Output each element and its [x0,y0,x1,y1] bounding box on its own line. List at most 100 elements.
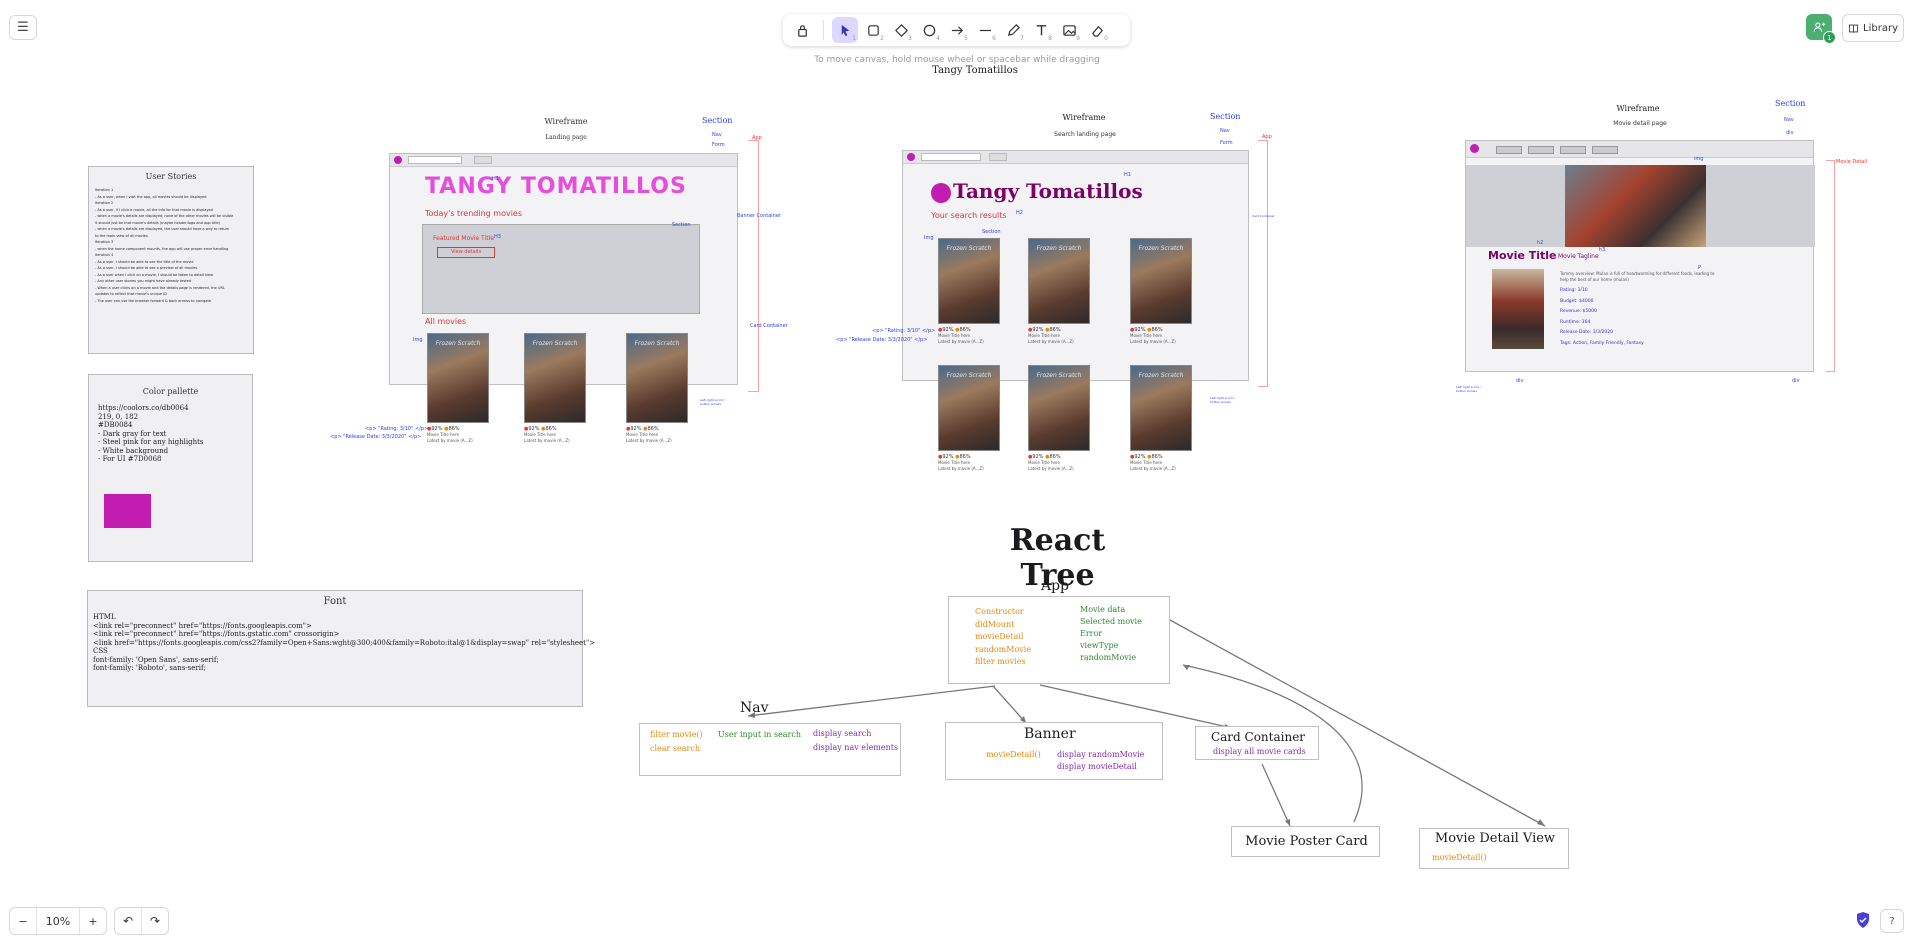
help-icon: ? [1889,915,1895,927]
card-container-node[interactable]: Card Container display all movie cards [1195,726,1319,760]
font-title: Font [323,596,347,607]
us-lines-item: - As a user, when I visit the app, all m… [95,194,207,199]
movie-detail-view-label: Movie Detail View [1434,831,1556,846]
undo-button[interactable]: ↶ [115,908,141,934]
wf2-section-tag-2: Section [982,229,1001,235]
app-state-item: randomMovie [1080,653,1137,662]
tool-draw[interactable]: 7 [1000,17,1026,43]
wf2-form-tag: Form [1220,140,1233,146]
card-subtitle: Latest by movie (A...Z) [1130,339,1176,344]
shield-check-icon[interactable] [1855,911,1871,929]
wf2-ptag-2: <p> "Release Date: 3/3/2020" </p> [836,337,928,343]
tool-selection[interactable]: 1 [832,17,858,43]
tool-ellipse[interactable]: 4 [916,17,942,43]
wf2-navbar [903,151,1248,164]
movie-poster-card-label: Movie Poster Card [1245,834,1368,849]
wf3-div-tag-2: div [1516,378,1524,384]
wf1-ptag-1: <p> "Rating: 3/10" </p> [365,426,429,432]
app-state-item: Selected movie [1080,617,1142,626]
card-poster-title: Frozen Scratch [946,372,992,379]
card-container-display: display all movie cards [1213,747,1306,757]
wf2-brand: Tangy Tomatillos [953,179,1143,203]
wf3-p-tag: P [1698,265,1702,271]
tool-text[interactable]: 8 [1028,17,1054,43]
movie-poster-card-node[interactable]: Movie Poster Card [1231,826,1380,857]
card-poster-title: Frozen Scratch [1138,372,1184,379]
pal-lines-item: - Dark gray for text [98,429,167,438]
movie-detail-view-node[interactable]: Movie Detail View movieDetail() [1419,828,1569,869]
app-methods-item: didMount [975,619,1015,629]
wf1-view-details-button: View details [437,247,495,258]
banner-node-label: Banner [1024,726,1076,742]
tool-eraser[interactable]: 0 [1084,17,1110,43]
banner-display-item: display movieDetail [1057,762,1137,771]
card-title: Movie Title here [938,333,970,338]
us-lines-item: - When a user clicks on a movie and the … [95,285,225,290]
banner-node[interactable]: Banner movieDetail() display randomMovie… [945,722,1163,780]
zoom-out-button[interactable]: − [18,914,28,928]
font-panel[interactable]: Font HTML<link rel="preconnect" href="ht… [87,590,595,707]
wf3-sublabel: Movie detail page [1613,120,1667,127]
nav-node[interactable]: filter movie()clear search User input in… [639,723,901,776]
wf1-section-tag: Section [702,116,733,125]
wf3-hero-image [1565,165,1706,247]
cc-display-item: display all movie cards [1213,747,1306,756]
tool-line[interactable]: 6 [972,17,998,43]
font-lines-item: font-family: 'Roboto', sans-serif; [93,664,206,672]
zoom-in-button[interactable]: + [88,914,98,928]
nav-node-label: Nav [740,700,769,716]
card-ratings: ●92% ●86% [938,454,971,460]
nav-display-item: display search [813,729,872,738]
user-stories-panel[interactable]: User Stories Iteration 1- As a user, whe… [88,166,254,354]
help-button[interactable]: ? [1880,909,1904,933]
tool-rectangle[interactable]: 2 [860,17,886,43]
user-stories-list: Iteration 1- As a user, when I visit the… [89,181,253,304]
wf3-h3-tag: h3 [1599,247,1606,253]
eraser-icon [1091,25,1103,37]
font-lines-item: CSS [93,647,108,655]
wf1-search-input [408,156,462,164]
toolbar: 1 2 3 4 5 6 7 8 9 0 [783,14,1130,46]
color-palette-panel[interactable]: Color pallette https://coolors.co/db0064… [88,374,253,562]
pal-lines-item: - White background [98,446,169,455]
redo-button[interactable]: ↷ [141,908,168,934]
card-title: Movie Title here [1028,460,1060,465]
app-node-label: App [1040,578,1070,594]
card-ratings: ●92% ●86% [1028,327,1061,333]
wf3-details-item: Runtime: 164 [1560,319,1591,325]
tool-image[interactable]: 9 [1056,17,1082,43]
us-lines-item: - when the home component mounts, the ap… [95,246,229,251]
tool-lock[interactable] [789,17,815,43]
card-poster-title: Frozen Scratch [946,245,992,252]
wf2-logo [907,153,915,161]
wf3-details-item: Revenue: $5000 [1560,309,1597,314]
wf3-div-tag-3: div [1792,378,1800,384]
wf3-bracket [1826,160,1835,372]
zoom-level[interactable]: 10% [36,908,80,934]
pal-lines-item: https://coolors.co/db0064 [98,404,189,412]
lock-icon [797,24,807,37]
wf2-h1-tag: H1 [1124,172,1131,178]
tool-arrow[interactable]: 5 [944,17,970,43]
library-label: Library [1863,22,1898,34]
wf3-img-tag: img [1694,156,1704,162]
us-lines-item: - As a user, if I click a movie, all the… [95,207,213,212]
wf3-frame[interactable]: Movie Title Movie Tagline Tommy overview… [1465,140,1815,372]
wf1-label: Wireframe [544,117,588,126]
library-button[interactable]: Library [1842,14,1904,42]
wf2-card-note: Left-right scroll / button arrows [1210,396,1235,404]
main-menu-button[interactable]: ☰ [9,15,37,40]
wf3-logo [1470,144,1479,153]
us-lines-item: to the main view of all movies [95,233,148,238]
tool-diamond[interactable]: 3 [888,17,914,43]
us-lines-item: - The user can use the browser forward &… [95,298,211,303]
wf1-app-tag: App [752,135,762,141]
